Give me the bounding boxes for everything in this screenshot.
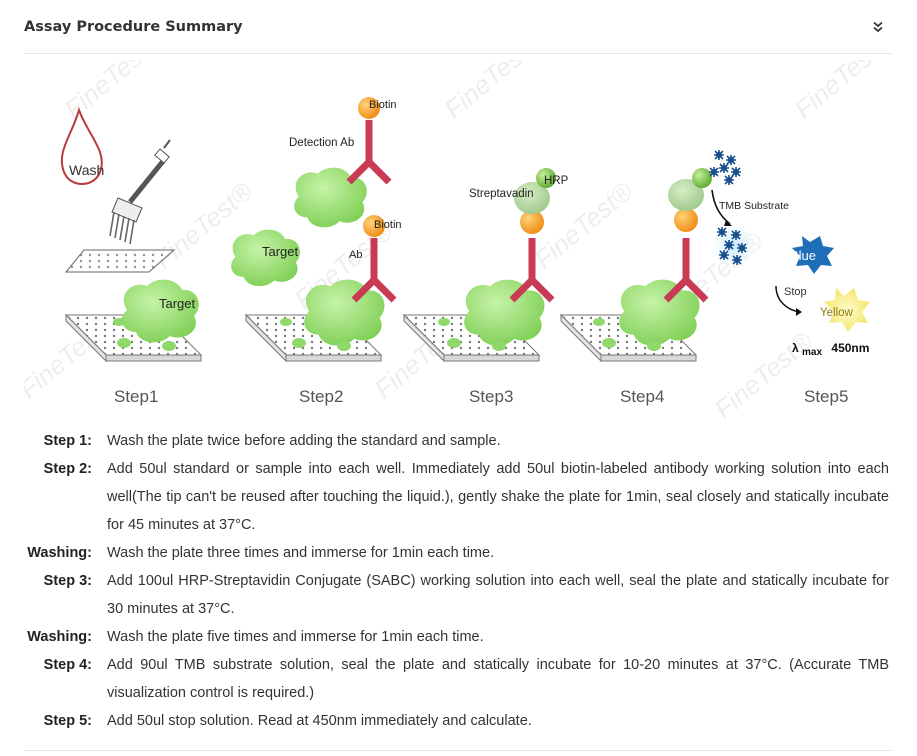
procedure-row: Step 4: Add 90ul TMB substrate solution,… [24,651,892,707]
step-text: Add 90ul TMB substrate solution, seal th… [107,657,889,701]
biotin-dot [520,210,544,234]
step-label: Step3 [469,387,513,406]
step-label: Step2 [299,387,343,406]
step-label: Step4 [620,387,664,406]
ab-label: Ab [349,249,362,261]
lambda-symbol: λ [792,341,799,355]
step-text: Wash the plate five times and immerse fo… [107,629,484,645]
tmb-substrate-label: TMB Substrate [719,200,789,212]
step-label: Step 3: [43,573,92,589]
section-header[interactable]: Assay Procedure Summary [24,0,892,54]
blue-star-icon [792,236,834,274]
assay-diagram: FineTest® FineTest® FineTest® FineTest® … [24,60,892,420]
step-label: Step5 [804,387,848,406]
watermark: FineTest® [709,325,819,420]
step2-illustration: Target Biotin Detection Ab Biotin Ab Ste… [231,97,402,406]
step3-illustration: Streptavadin HRP Step3 [403,168,569,406]
step-text: Wash the plate three times and immerse f… [107,545,495,561]
wavelength-label: 450nm [831,341,869,355]
step-text: Wash the plate twice before adding the s… [107,433,501,449]
streptavadin-label: Streptavadin [469,188,534,200]
watermark-group: FineTest® FineTest® FineTest® FineTest® … [24,60,892,420]
step-label: Step 2: [43,461,92,477]
step-label: Step 4: [43,657,92,673]
step-text: Add 100ul HRP-Streptavidin Conjugate (SA… [107,573,889,617]
streptavidin-ball [668,179,704,211]
biotin-label: Biotin [374,219,402,231]
procedure-row: Washing: Wash the plate three times and … [24,539,892,567]
hrp-dot [536,168,556,188]
lambda-label: λ max 450nm [792,341,869,358]
max-subscript: max [802,347,822,358]
watermark: FineTest® [59,60,169,125]
streptavidin-ball [514,182,550,214]
step-label: Washing: [27,629,92,645]
hrp-label: HRP [544,175,569,187]
step-text: Add 50ul stop solution. Read at 450nm im… [107,713,532,729]
multichannel-pipette-icon [109,139,171,245]
biotin-label: Biotin [369,99,397,111]
procedure-row: Step 5: Add 50ul stop solution. Read at … [24,707,892,735]
target-label: Target [262,244,299,259]
step-label: Step 1: [43,433,92,449]
step-text: Add 50ul standard or sample into each we… [107,461,889,533]
procedure-row: Step 3: Add 100ul HRP-Streptavidin Conju… [24,567,892,623]
procedure-row: Step 1: Wash the plate twice before addi… [24,427,892,455]
step-label: Washing: [27,545,92,561]
stop-label: Stop [784,286,807,298]
procedure-row: Step 2: Add 50ul standard or sample into… [24,455,892,539]
biotin-dot [674,208,698,232]
step5-illustration: Blue Stop Yellow λ max 450nm Step5 [775,236,870,406]
section-title: Assay Procedure Summary [24,18,243,35]
biotin-dot [358,97,380,119]
step-label: Step1 [114,387,158,406]
procedure-row: Washing: Wash the plate five times and i… [24,623,892,651]
target-label: Target [159,296,196,311]
blue-label: Blue [790,248,816,263]
hrp-dot [692,168,712,188]
detection-antibody [349,120,389,182]
watermark: FineTest® [789,60,892,125]
biotin-dot [363,215,385,237]
yellow-label: Yellow [820,307,854,319]
step4-illustration: TMB Substrate Step4 [560,149,789,406]
bottom-divider [24,750,892,751]
empty-plate-icon [64,249,176,273]
watermark: FineTest® [439,60,549,125]
wash-label: Wash [69,162,104,178]
procedure-steps: Step 1: Wash the plate twice before addi… [24,427,892,735]
step-label: Step 5: [43,713,92,729]
wash-drop-icon [60,106,103,185]
step1-illustration: Wash Target Step1 [60,106,202,406]
detection-ab-label: Detection Ab [289,137,354,149]
double-chevron-down-icon[interactable] [868,17,888,37]
yellow-star-icon [824,288,870,332]
